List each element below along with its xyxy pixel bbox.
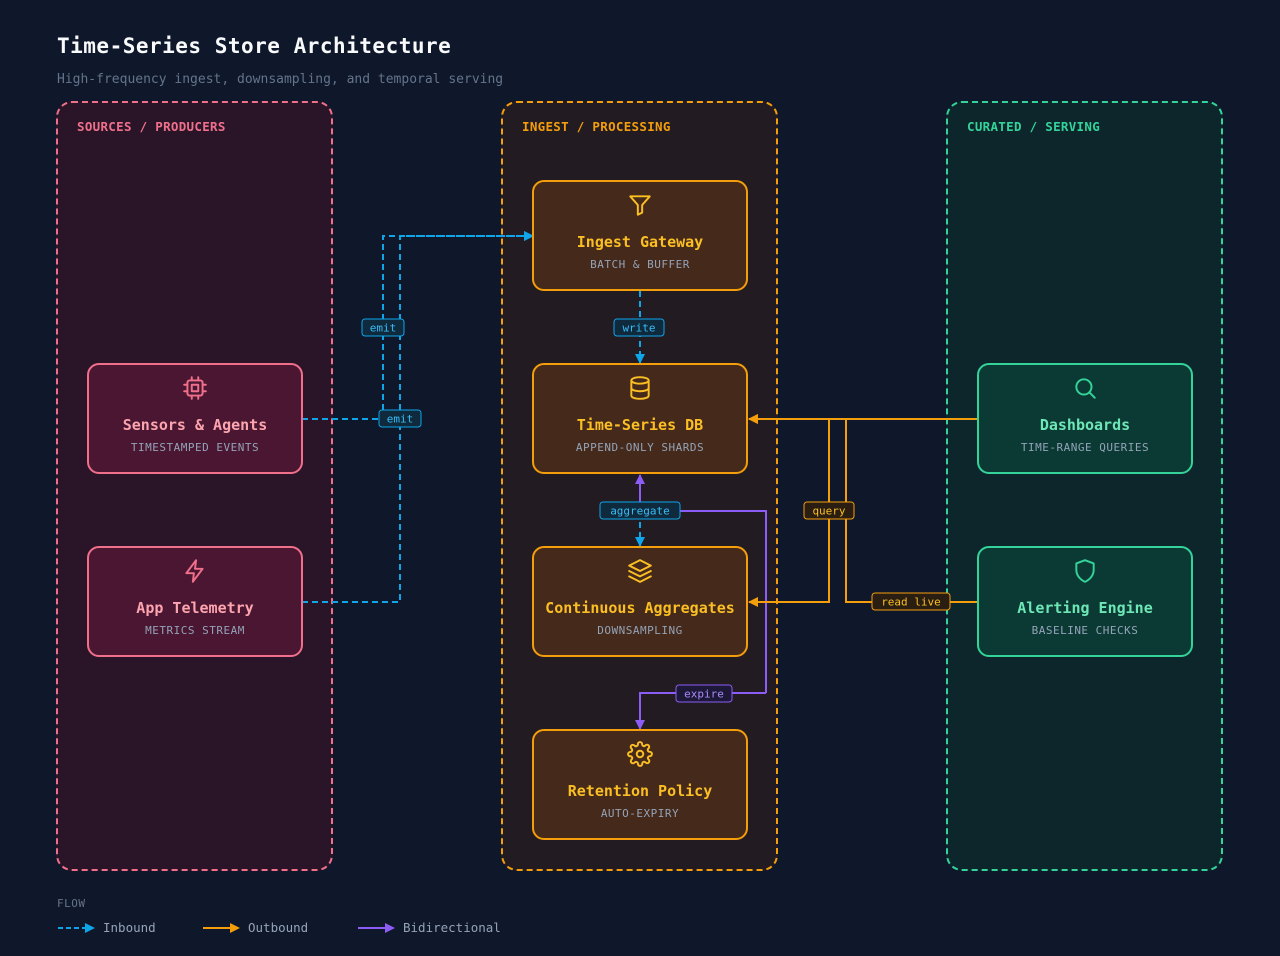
shield-icon (1075, 559, 1095, 583)
node-retention-policy-name: Retention Policy (567, 782, 713, 800)
edge-label-aggregate: aggregate (599, 501, 681, 520)
node-app-telemetry-sub: METRICS STREAM (145, 624, 245, 637)
edge-label-emit-telemetry-text: emit (387, 413, 414, 426)
node-sensors-agents[interactable]: Sensors & Agents TIMESTAMPED EVENTS (87, 363, 303, 474)
legend-bidirectional-swatch (358, 922, 395, 933)
node-ingest-gateway-name: Ingest Gateway (576, 233, 704, 251)
group-serving: CURATED / SERVING (946, 101, 1223, 871)
node-retention-policy-sub: AUTO-EXPIRY (600, 807, 680, 820)
legend-inbound: Inbound (57, 920, 156, 935)
legend-outbound: Outbound (202, 920, 308, 935)
legend-outbound-swatch (203, 922, 240, 933)
node-sensors-agents-name: Sensors & Agents (122, 416, 268, 434)
node-continuous-aggregates-sub: DOWNSAMPLING (597, 624, 683, 637)
node-time-series-db-sub: APPEND-ONLY SHARDS (575, 441, 705, 454)
edge-label-expire: expire (675, 684, 733, 703)
group-sources: SOURCES / PRODUCERS (56, 101, 333, 871)
edge-label-query: query (803, 501, 855, 520)
edge-label-emit-telemetry: emit (378, 409, 422, 428)
edge-label-emit-sensors: emit (361, 318, 405, 337)
edge-label-expire-text: expire (684, 688, 724, 701)
node-alerting-engine[interactable]: Alerting Engine BASELINE CHECKS (977, 546, 1193, 657)
legend-bidirectional: Bidirectional (357, 920, 501, 935)
node-app-telemetry-name: App Telemetry (136, 599, 254, 617)
node-ingest-gateway[interactable]: Ingest Gateway BATCH & BUFFER (532, 180, 748, 291)
node-app-telemetry[interactable]: App Telemetry METRICS STREAM (87, 546, 303, 657)
node-sensors-agents-sub: TIMESTAMPED EVENTS (130, 441, 260, 454)
node-time-series-db-name: Time-Series DB (576, 416, 704, 434)
legend-bidirectional-label: Bidirectional (403, 920, 501, 935)
node-dashboards-name: Dashboards (1039, 416, 1131, 434)
node-dashboards-sub: TIME-RANGE QUERIES (1020, 441, 1150, 454)
group-sources-label: SOURCES / PRODUCERS (77, 119, 226, 134)
edge-label-read-live: read live (871, 592, 951, 611)
node-ingest-gateway-sub: BATCH & BUFFER (590, 258, 690, 271)
edge-label-write-text: write (622, 322, 655, 335)
node-continuous-aggregates-name: Continuous Aggregates (545, 599, 735, 617)
node-continuous-aggregates[interactable]: Continuous Aggregates DOWNSAMPLING (532, 546, 748, 657)
edge-query (748, 418, 978, 607)
gear-icon (627, 741, 653, 767)
edge-aggregate-branch (640, 510, 767, 693)
diagram-subtitle: High-frequency ingest, downsampling, and… (57, 72, 504, 87)
legend-inbound-swatch (58, 922, 95, 933)
edge-label-read-live-text: read live (881, 596, 941, 609)
group-serving-label: CURATED / SERVING (967, 119, 1101, 134)
legend-inbound-label: Inbound (103, 920, 156, 935)
edge-label-query-text: query (812, 505, 845, 518)
edge-label-write: write (613, 318, 665, 337)
edge-label-emit-sensors-text: emit (370, 322, 397, 335)
legend-title: FLOW (57, 897, 86, 910)
node-dashboards[interactable]: Dashboards TIME-RANGE QUERIES (977, 363, 1193, 474)
node-alerting-engine-sub: BASELINE CHECKS (1031, 624, 1139, 637)
search-icon (1075, 378, 1096, 399)
edge-emit-sensors (302, 231, 534, 420)
funnel-icon (629, 195, 651, 216)
lightning-bolt-icon (185, 559, 204, 583)
edge-read-live (748, 414, 978, 603)
database-icon (630, 376, 650, 400)
layers-icon (628, 559, 652, 583)
node-retention-policy[interactable]: Retention Policy AUTO-EXPIRY (532, 729, 748, 840)
node-time-series-db[interactable]: Time-Series DB APPEND-ONLY SHARDS (532, 363, 748, 474)
node-alerting-engine-name: Alerting Engine (1017, 599, 1153, 617)
edge-label-aggregate-text: aggregate (610, 505, 670, 518)
diagram-title: Time-Series Store Architecture (57, 34, 452, 58)
legend-outbound-label: Outbound (248, 920, 309, 935)
cpu-chip-icon (183, 376, 207, 400)
group-processing-label: INGEST / PROCESSING (522, 119, 671, 134)
